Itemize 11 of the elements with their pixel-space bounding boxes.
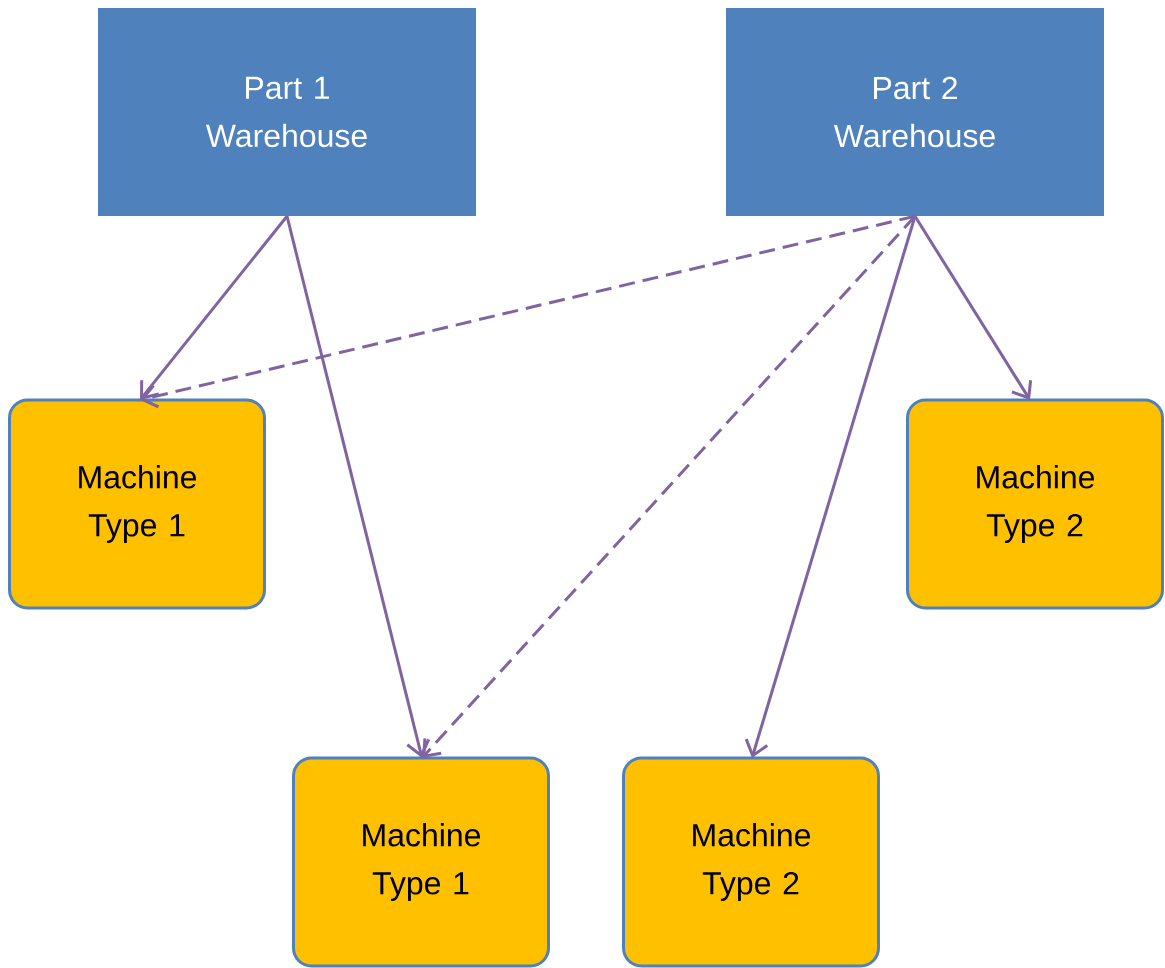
dashed-arrow — [140, 214, 916, 409]
machine-box: Machine Type 1 — [8, 398, 266, 610]
warehouse-box: Part 1 Warehouse — [98, 8, 476, 216]
arrow — [140, 215, 289, 400]
arrow — [744, 215, 917, 758]
machine-box: Machine Type 2 — [622, 756, 880, 968]
arrow — [913, 215, 1033, 400]
machine-box: Machine Type 1 — [292, 756, 550, 968]
warehouse-box: Part 2 Warehouse — [726, 8, 1104, 216]
machine-box: Machine Type 2 — [906, 398, 1164, 610]
arrow — [285, 215, 431, 758]
